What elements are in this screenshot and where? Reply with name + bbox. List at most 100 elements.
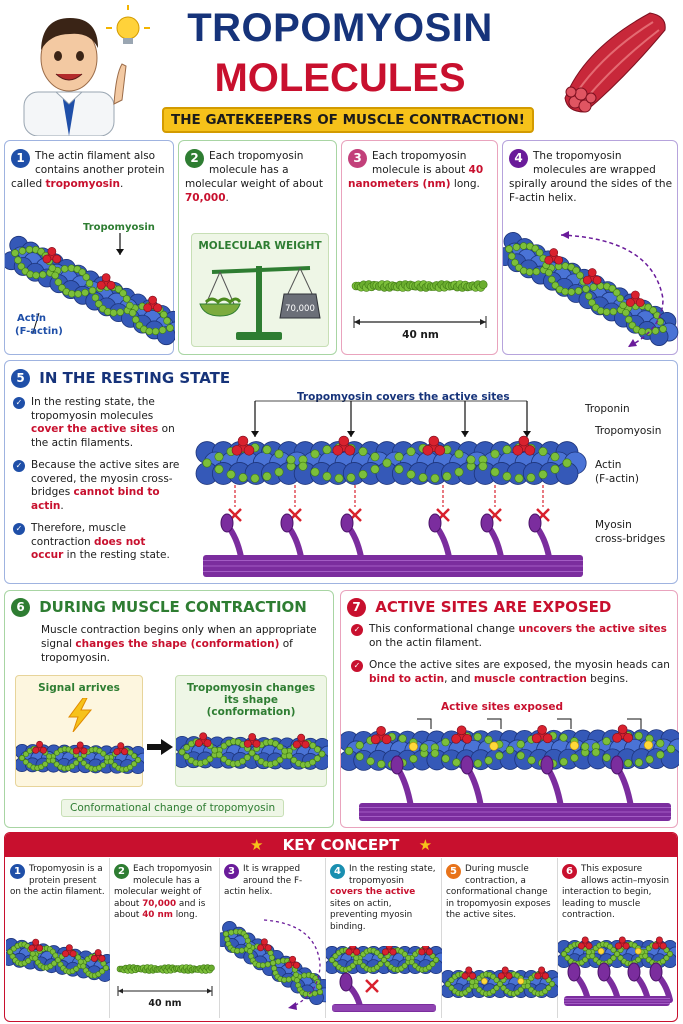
tropomyosin-bead — [622, 308, 630, 317]
troponin-complex — [544, 248, 564, 265]
tropomyosin-bead — [358, 447, 368, 457]
tropomyosin-bead — [228, 929, 235, 936]
tropomyosin-bead — [81, 288, 89, 297]
troponin-complex — [614, 936, 630, 950]
tropomyosin-bead — [649, 306, 657, 315]
tropomyosin-bead — [309, 758, 316, 766]
changes-label: Tropomyosin changes its shape (conformat… — [186, 682, 316, 718]
troponin-complex — [285, 955, 300, 969]
bullet-text: Therefore, muscle contraction — [31, 522, 126, 548]
tropomyosin-bead — [420, 743, 429, 752]
tropomyosin-bead — [591, 748, 600, 757]
tropomyosin-bead — [14, 256, 22, 264]
tropomyosin-bead — [634, 731, 643, 740]
tropomyosin-bead — [442, 471, 452, 481]
tropomyosin-bead — [406, 447, 416, 457]
contraction-text: Muscle contraction begins only when an a… — [41, 623, 329, 665]
tropomyosin-bead — [549, 981, 555, 987]
length-label: 40 nm — [402, 329, 439, 341]
tropomyosin-bead — [602, 308, 611, 316]
tropomyosin-bead — [497, 981, 503, 987]
tropomyosin-bead — [526, 473, 536, 483]
tropomyosin-bead — [128, 309, 137, 317]
tropomyosin-bead — [377, 953, 384, 959]
tropomyosin-bead — [516, 751, 525, 760]
bullet-highlight: uncovers the active sites — [518, 623, 667, 635]
pointer-line — [627, 718, 642, 729]
tropomyosin-bead — [582, 285, 590, 293]
tropomyosin-bead — [220, 755, 228, 763]
tropomyosin-bead — [545, 268, 553, 277]
tropomyosin-bead — [406, 469, 416, 479]
key-number-5: 5 — [446, 864, 461, 879]
active-site — [569, 741, 579, 751]
tropomyosin-bead — [99, 968, 106, 975]
troponin-complex — [72, 741, 88, 755]
tropomyosin-bead — [514, 473, 524, 483]
panel-3-text-end: long. — [450, 178, 480, 190]
tropomyosin-bead — [585, 292, 593, 300]
tropomyosin-bead — [322, 445, 332, 455]
tropomyosin-bead — [358, 469, 368, 479]
troponin-complex — [96, 273, 116, 290]
spiral-arrowhead — [288, 1002, 297, 1010]
tropomyosin-bead — [381, 957, 387, 963]
tropomyosin-label: Tropomyosin — [595, 425, 662, 437]
resting-state-diagram — [195, 400, 587, 577]
panel-2: 2 Each tropomyosin molecule has a molecu… — [178, 140, 337, 355]
pointer-arrow — [116, 249, 124, 255]
tropomyosin-bead — [398, 734, 407, 743]
tropomyosin-bead — [107, 758, 114, 765]
tropomyosin-bead — [538, 447, 548, 457]
tropomyosin-bead — [100, 750, 107, 757]
myosin-head — [597, 962, 621, 1003]
signal-label: Signal arrives — [38, 682, 120, 694]
tropomyosin-bead — [39, 270, 47, 279]
tropomyosin-bead — [275, 958, 282, 965]
troponin-complex — [42, 246, 62, 264]
troponin-complex — [577, 936, 593, 950]
check-icon: ✓ — [13, 460, 25, 472]
contraction-text-start: Muscle contraction begins only when an a… — [41, 624, 317, 650]
tropomyosin-bead — [127, 764, 134, 771]
title-line2: MOLECULES — [214, 56, 466, 100]
muscle-fiber-illustration — [564, 12, 666, 113]
key-highlight-4: covers the active — [330, 887, 416, 897]
tropomyosin-bead — [95, 300, 103, 308]
tropomyosin-bead — [334, 473, 344, 483]
tropomyosin-bead — [532, 267, 541, 276]
tropomyosin-bead — [612, 288, 621, 297]
tropomyosin-bead — [285, 752, 293, 760]
tropomyosin-bead — [220, 742, 228, 750]
tropomyosin-bead — [401, 962, 408, 969]
header: TROPOMYOSIN MOLECULES THE GATEKEEPERS OF… — [0, 0, 683, 140]
troponin-complex — [32, 740, 47, 754]
tropomyosin-bead — [250, 473, 260, 483]
title-line1: TROPOMYOSIN — [187, 6, 493, 50]
tropomyosin-bead — [572, 266, 580, 275]
exposed-sites-diagram — [341, 718, 679, 821]
tropomyosin-bead — [610, 947, 617, 953]
bullet-highlight: cannot bind to actin — [31, 486, 160, 512]
tropomyosin-bead — [274, 449, 284, 459]
troponin-complex — [370, 726, 392, 745]
tropomyosin-bead — [294, 977, 300, 984]
myosin-head — [280, 513, 304, 560]
tropomyosin-bead — [545, 985, 552, 991]
tropomyosin-bead — [346, 473, 356, 483]
tropomyosin-bead — [78, 268, 86, 276]
myosin-head — [339, 972, 363, 1009]
bullet-text: In the resting state, the tropomyosin mo… — [31, 396, 155, 422]
tropomyosin-bead — [409, 754, 418, 763]
tropomyosin-bead — [588, 298, 596, 307]
molecular-weight-title: MOLECULAR WEIGHT — [198, 240, 322, 252]
tropomyosin-bead — [131, 760, 138, 767]
key-text-4-end: sites on actin, preventing myosin bindin… — [330, 898, 413, 932]
star-icon: ★ — [249, 836, 264, 854]
bullet-text-mid: , and — [444, 672, 474, 685]
tropomyosin-bead — [51, 960, 58, 967]
step-number-5: 5 — [11, 369, 30, 388]
tropomyosin-bead — [183, 753, 190, 760]
tropomyosin-bead — [11, 249, 19, 257]
tropomyosin-bead — [519, 242, 528, 250]
